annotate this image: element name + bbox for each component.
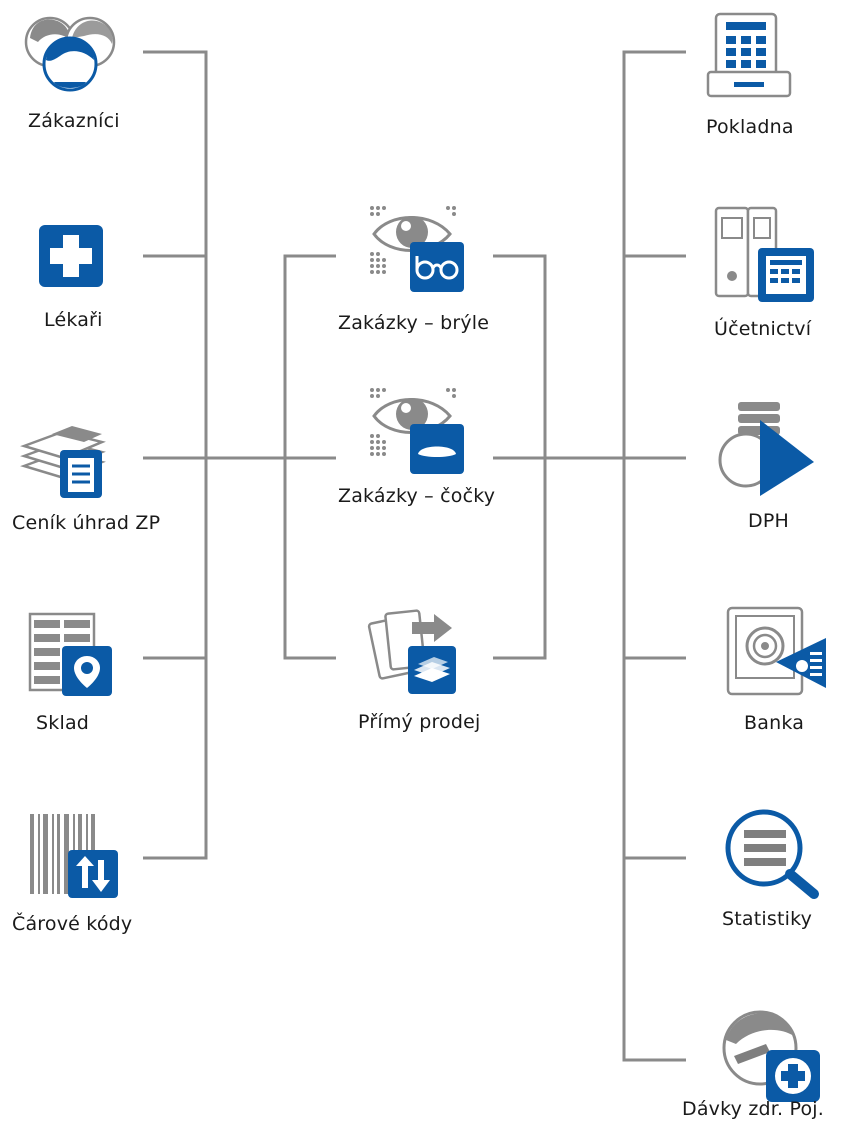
label-lekari: Lékaři (44, 309, 103, 331)
accounting-binders-icon (714, 206, 814, 302)
node-davky (722, 1008, 820, 1102)
label-sklad: Sklad (36, 712, 90, 734)
node-sklad (28, 612, 114, 696)
node-banka (726, 606, 826, 696)
statistics-magnifier-icon (725, 809, 819, 899)
label-statistiky: Statistiky (722, 908, 813, 930)
node-cenik (20, 414, 108, 498)
medical-cross-icon (39, 225, 103, 287)
node-pokladna (706, 12, 792, 100)
node-cocky (368, 386, 464, 474)
health-insurance-icon (722, 1010, 820, 1102)
node-carove-kody (28, 812, 120, 898)
node-zakaznici (24, 12, 116, 98)
eye-lens-icon (370, 388, 464, 474)
node-statistiky (716, 808, 820, 899)
bank-safe-icon (726, 606, 826, 696)
cash-register-icon (706, 12, 792, 98)
direct-sale-icon (367, 609, 456, 694)
label-banka: Banka (744, 712, 805, 734)
warehouse-location-icon (28, 612, 112, 696)
label-carove-kody: Čárové kódy (12, 913, 133, 935)
node-lekari (39, 225, 103, 287)
label-ucetnictvi: Účetnictví (714, 318, 812, 340)
label-dph: DPH (748, 510, 789, 532)
label-davky: Dávky zdr. Poj. (682, 1098, 825, 1120)
node-bryle (368, 204, 464, 292)
barcode-icon (30, 814, 118, 898)
node-dph (716, 400, 816, 496)
label-cocky: Zakázky – čočky (338, 485, 496, 507)
label-prodej: Přímý prodej (358, 711, 481, 733)
customers-icon (24, 16, 116, 92)
vat-coins-icon (718, 402, 814, 496)
node-prodej (367, 606, 460, 696)
node-ucetnictvi (714, 206, 814, 302)
label-cenik: Ceník úhrad ZP (12, 512, 161, 534)
label-zakaznici: Zákazníci (28, 110, 120, 132)
label-bryle: Zakázky – brýle (338, 312, 490, 334)
label-pokladna: Pokladna (706, 116, 794, 138)
eye-glasses-icon (370, 206, 464, 292)
price-list-icon (20, 426, 106, 498)
